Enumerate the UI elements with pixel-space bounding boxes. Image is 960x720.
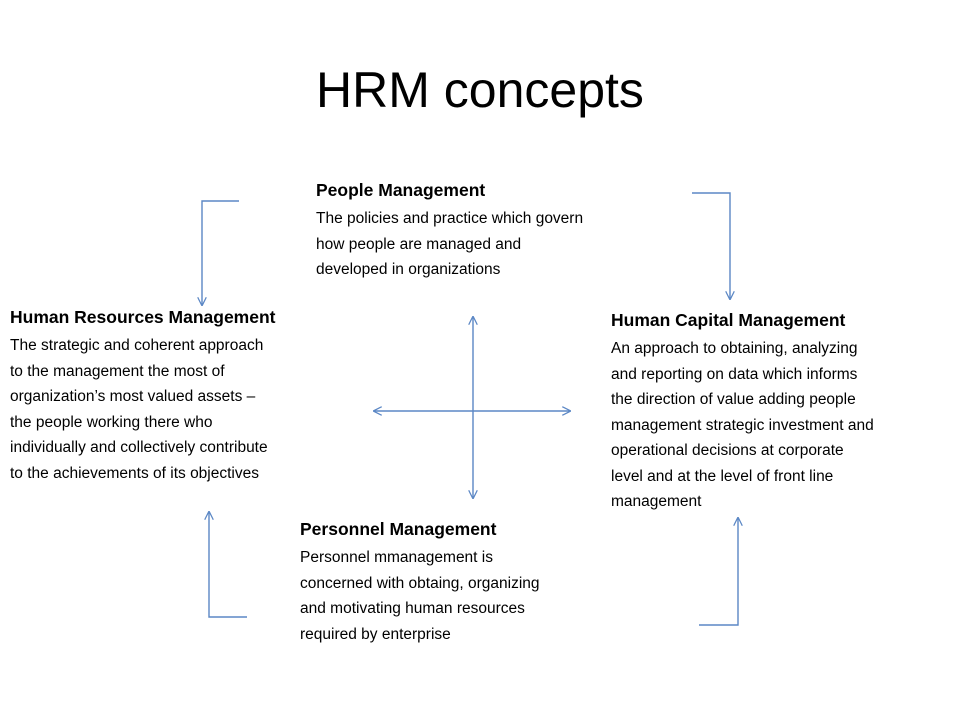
- description-line: concerned with obtaing, organizing: [300, 574, 540, 592]
- elbow-arrow-people-to-hrm: [202, 200, 239, 305]
- human-resources-management-description: The strategic and coherent approach to t…: [10, 333, 350, 486]
- people-management-heading: People Management: [316, 180, 486, 200]
- description-line: Personnel mmanagement is: [300, 549, 493, 566]
- elbow-arrow-people-to-hcm: [692, 192, 730, 299]
- description-line: required by enterprise: [300, 625, 451, 643]
- description-line: organization’s most valued assets –: [10, 388, 256, 405]
- description-line: The policies and practice which govern: [316, 210, 584, 227]
- description-line: individually and collectively contribute: [10, 439, 268, 456]
- description-line: the people working there who: [10, 413, 213, 431]
- description-line: operational decisions at corporate: [611, 442, 844, 459]
- elbow-arrow-pm-to-hrm: [209, 512, 247, 618]
- people-management-description: The policies and practice which govern h…: [316, 206, 666, 283]
- human-capital-management-box: Human Capital Management An approach to …: [611, 309, 951, 515]
- description-line: how people are managed and: [316, 235, 522, 253]
- human-resources-management-heading: Human Resources Management: [10, 307, 276, 327]
- description-line: management: [611, 493, 702, 510]
- slide-title: HRM concepts: [316, 62, 644, 118]
- description-line: to the management the most of: [10, 362, 225, 380]
- description-line: The strategic and coherent approach: [10, 337, 264, 354]
- description-line: the direction of value adding people: [611, 391, 856, 408]
- description-line: and reporting on data which informs: [611, 365, 858, 383]
- elbow-arrow-pm-to-hcm: [699, 518, 738, 626]
- people-management-box: People Management The policies and pract…: [316, 179, 666, 283]
- description-line: developed in organizations: [316, 261, 501, 278]
- human-capital-management-heading: Human Capital Management: [611, 310, 846, 330]
- human-capital-management-description: An approach to obtaining, analyzing and …: [611, 336, 951, 515]
- personnel-management-box: Personnel Management Personnel mmanageme…: [300, 518, 620, 647]
- description-line: to the achievements of its objectives: [10, 464, 259, 482]
- description-line: and motivating human resources: [300, 600, 525, 617]
- personnel-management-heading: Personnel Management: [300, 519, 497, 539]
- human-resources-management-box: Human Resources Management The strategic…: [10, 306, 350, 486]
- description-line: level and at the level of front line: [611, 467, 834, 485]
- description-line: An approach to obtaining, analyzing: [611, 340, 858, 357]
- personnel-management-description: Personnel mmanagement is concerned with …: [300, 545, 620, 647]
- description-line: management strategic investment and: [611, 416, 874, 434]
